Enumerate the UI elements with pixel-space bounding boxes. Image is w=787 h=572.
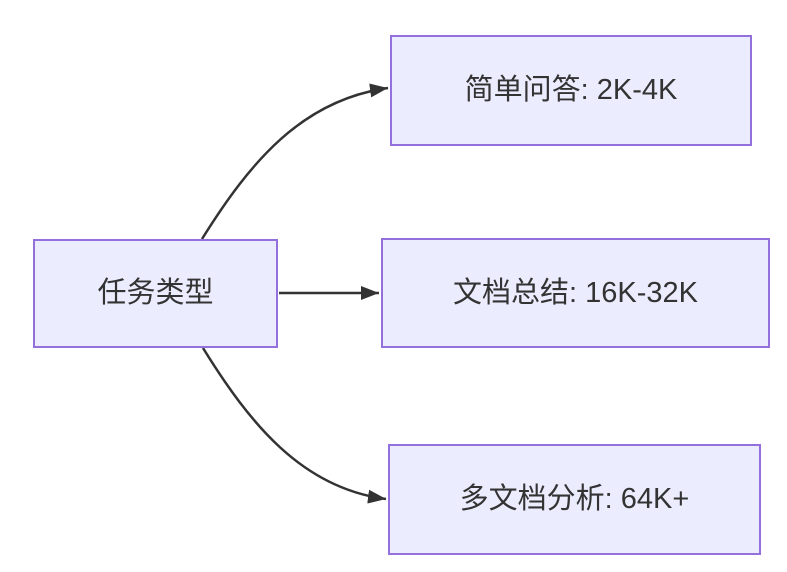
node-simple-qa-label: 简单问答: 2K-4K: [464, 74, 678, 106]
node-multidoc-analysis: 多文档分析: 64K+: [388, 444, 761, 555]
node-multidoc-analysis-label: 多文档分析: 64K+: [459, 483, 690, 515]
edge-root-to-simple-qa: [200, 83, 389, 240]
node-doc-summary-label: 文档总结: 16K-32K: [453, 276, 698, 309]
node-simple-qa: 简单问答: 2K-4K: [390, 35, 752, 146]
node-task-type: 任务类型: [33, 239, 278, 348]
node-task-type-label: 任务类型: [97, 277, 214, 309]
edge-root-to-multidoc-analysis: [201, 347, 387, 504]
node-doc-summary: 文档总结: 16K-32K: [381, 238, 770, 348]
